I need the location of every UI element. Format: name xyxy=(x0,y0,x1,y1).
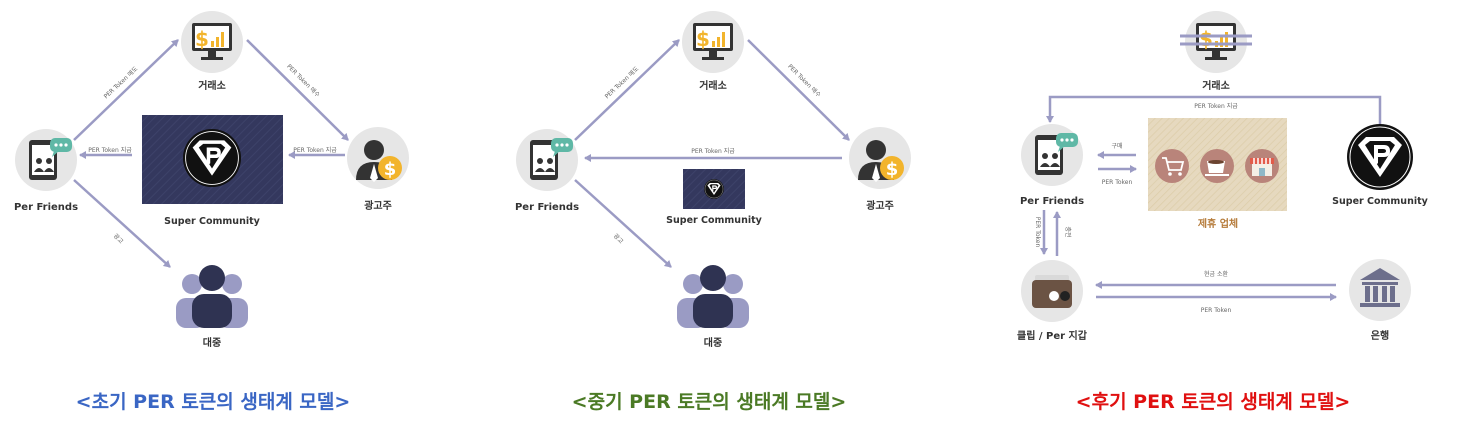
bank-icon xyxy=(1349,259,1411,321)
per-friends-label-2: Per Friends xyxy=(515,202,579,213)
edge-label-pay-left: PER Token 지급 xyxy=(88,146,132,154)
edge-label-purchase: 구매 xyxy=(1111,142,1122,150)
exchange-label: 거래소 xyxy=(198,79,226,92)
edge-label-pay-top: PER Token 지급 xyxy=(1194,102,1238,110)
diagram-early: PER Token 매도 PER Token 매수 PER Token 지급 P… xyxy=(14,11,409,349)
advertiser-icon xyxy=(347,127,409,189)
edge-label-token: PER Token xyxy=(1102,179,1133,186)
exchange-icon-2 xyxy=(682,11,744,73)
cart-icon xyxy=(1155,149,1189,183)
per-friends-label: Per Friends xyxy=(14,202,78,213)
arrow-ad-2 xyxy=(574,179,672,268)
wallet-icon xyxy=(1021,260,1083,322)
super-community-logo-icon-2 xyxy=(703,178,725,200)
arrow-pay-top xyxy=(1046,95,1382,125)
arrow-sell xyxy=(73,39,179,141)
arrow-sell-2 xyxy=(574,39,680,141)
per-friends-icon-2 xyxy=(516,129,578,191)
per-friends-icon-3 xyxy=(1021,124,1083,186)
community-label: Super Community xyxy=(164,216,260,227)
wallet-label: 클립 / Per 지갑 xyxy=(1017,329,1088,342)
public-people-icon xyxy=(176,265,248,328)
community-label-3: Super Community xyxy=(1332,196,1428,207)
per-friends-icon xyxy=(15,129,77,191)
public-label-2: 대중 xyxy=(704,336,722,349)
edge-label-vert-right: 충전 xyxy=(1064,226,1072,237)
community-label-2: Super Community xyxy=(666,215,762,226)
diagram-middle: PER Token 매도 PER Token 매수 PER Token 지급 광… xyxy=(515,11,911,349)
caption-late: <후기 PER 토큰의 생태계 모델> xyxy=(1076,391,1351,413)
store-icon xyxy=(1245,149,1279,183)
arrow-buy-2 xyxy=(747,39,850,141)
edge-label-buy: PER Token 매수 xyxy=(285,62,322,99)
diagram-late: PER Token 지급 구매 PER Token PER Token 충전 현… xyxy=(1017,11,1429,342)
advertiser-label: 광고주 xyxy=(364,200,392,212)
super-community-logo-icon xyxy=(182,128,242,188)
edge-label-pay-right: PER Token 지급 xyxy=(293,146,337,154)
arrow-buy xyxy=(246,39,349,141)
edge-label-bank-token: PER Token xyxy=(1201,307,1232,314)
edge-label-vert-left: PER Token xyxy=(1034,217,1041,248)
arrow-ad xyxy=(73,179,171,268)
per-friends-label-3: Per Friends xyxy=(1020,196,1084,207)
bank-label: 은행 xyxy=(1371,329,1389,342)
public-people-icon-2 xyxy=(677,265,749,328)
public-label: 대중 xyxy=(203,336,221,349)
edge-label-buy-2: PER Token 매수 xyxy=(786,62,823,99)
exchange-label-3: 거래소 xyxy=(1202,79,1230,92)
edge-label-ad: 광고 xyxy=(112,233,125,246)
exchange-icon-3 xyxy=(1185,11,1247,73)
advertiser-label-2: 광고주 xyxy=(866,200,894,212)
advertiser-icon-2 xyxy=(849,127,911,189)
edge-label-cash: 현금 소환 xyxy=(1204,270,1228,278)
caption-early: <초기 PER 토큰의 생태계 모델> xyxy=(76,391,351,413)
edge-label-pay-2: PER Token 지급 xyxy=(691,147,735,155)
caption-middle: <중기 PER 토큰의 생태계 모델> xyxy=(572,391,847,413)
exchange-icon xyxy=(181,11,243,73)
super-community-logo-icon-3 xyxy=(1346,123,1414,191)
exchange-label-2: 거래소 xyxy=(699,79,727,92)
partner-label: 제휴 업체 xyxy=(1198,217,1238,230)
coffee-icon xyxy=(1200,149,1234,183)
edge-label-ad-2: 광고 xyxy=(612,233,625,246)
